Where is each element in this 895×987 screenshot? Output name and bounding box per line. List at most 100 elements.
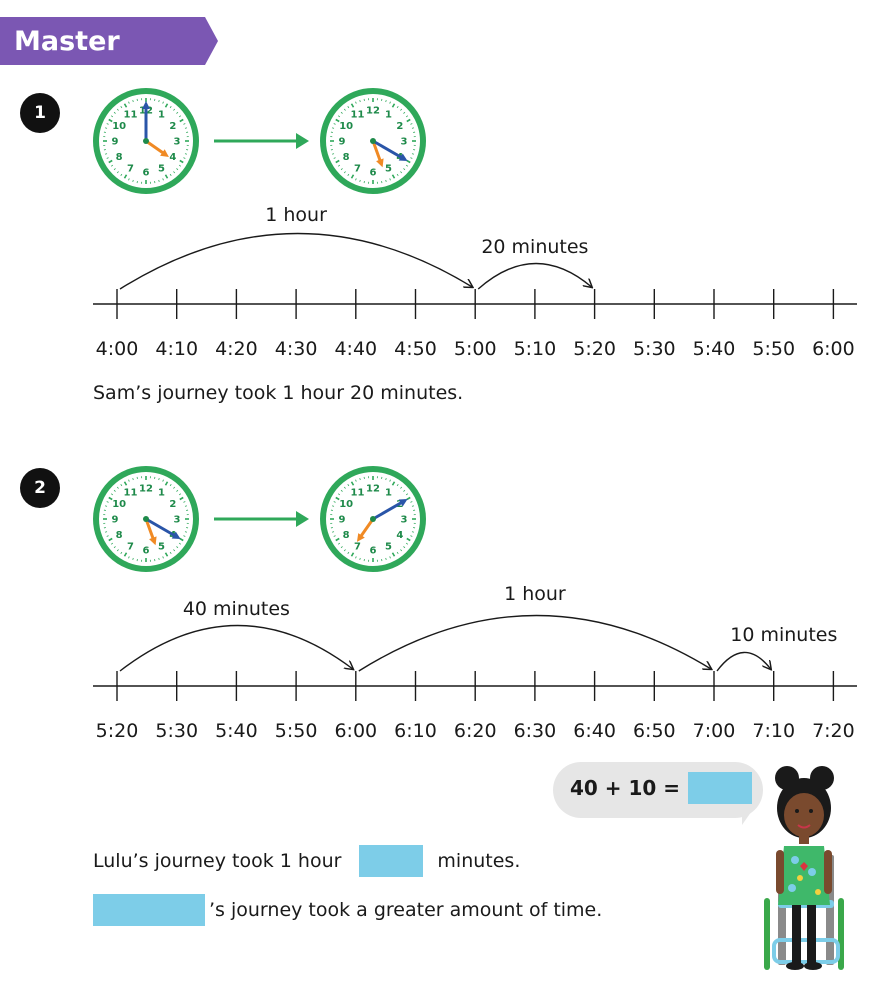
clock-numeral: 5 (385, 541, 392, 552)
clock-tick (123, 552, 128, 557)
clock-tick (120, 551, 123, 555)
clock-tick (411, 127, 415, 129)
q2-sentence-2: ’s journey took a greater amount of time… (93, 894, 602, 926)
clock-tick (120, 105, 123, 109)
clock-numeral: 12 (366, 484, 380, 495)
clock-tick (113, 111, 116, 114)
clock-tick (173, 549, 176, 552)
clock-tick (183, 501, 186, 503)
clock-tick (113, 546, 116, 549)
q1-green-arrow-icon (214, 133, 309, 149)
hand-tip (160, 149, 169, 158)
hand-tip (356, 533, 365, 542)
q2-jump-arc (716, 651, 771, 672)
clock-tick (106, 123, 109, 125)
q2-tick-label: 5:40 (215, 720, 258, 742)
clock-tick (359, 557, 361, 561)
name-answer-box[interactable] (93, 894, 205, 926)
clock-tick (391, 174, 396, 179)
hand-tip (149, 536, 157, 546)
clock-numeral: 3 (174, 515, 181, 526)
q1-tick-label: 4:10 (155, 338, 198, 360)
q2-jump-arc (358, 614, 711, 672)
clock-numeral: 5 (158, 541, 165, 552)
clock-tick (347, 105, 350, 109)
clock-numeral: 7 (127, 541, 134, 552)
clock-tick (162, 556, 164, 559)
clock-tick (385, 557, 387, 561)
q2-jump-label: 10 minutes (730, 624, 837, 646)
clock-tick (116, 549, 119, 552)
clock-tick (400, 108, 403, 111)
clock-tick (116, 171, 119, 174)
clock-tick (359, 179, 361, 183)
clock-tick (164, 481, 169, 486)
bubble-answer-box[interactable] (688, 772, 753, 804)
clock-tick (116, 486, 119, 489)
clock-numeral: 8 (343, 152, 350, 163)
clock-tick (337, 542, 341, 545)
clock-tick (176, 489, 179, 492)
clock-numeral: 9 (339, 515, 346, 526)
clock-tick (106, 157, 109, 159)
clock-tick (178, 493, 182, 496)
clock-tick (183, 157, 186, 159)
banner-title: Master (14, 25, 120, 57)
q1-jump-arc (119, 232, 472, 290)
clock-tick (400, 171, 403, 174)
q2-tick-label: 5:30 (155, 720, 198, 742)
clock-tick (391, 481, 396, 486)
clock-tick (406, 537, 411, 542)
clock-tick (178, 542, 182, 545)
q2-sentence-1-start: Lulu’s journey took 1 hour (93, 850, 342, 872)
q1-answer-sentence: Sam’s journey took 1 hour 20 minutes. (93, 382, 464, 404)
q1-jump-arc (477, 262, 591, 290)
clock-tick (169, 173, 172, 177)
clock-tick (410, 535, 413, 537)
clock-tick (331, 505, 335, 507)
clock-tick (104, 153, 108, 155)
clock-tick (183, 123, 186, 125)
clock-tick (120, 483, 123, 487)
clock-numeral: 6 (370, 168, 377, 179)
clock-tick (385, 477, 387, 481)
q2-start-hour-hand (144, 517, 156, 544)
clock-tick (184, 127, 188, 129)
clock-tick (337, 493, 341, 496)
clock-tick (128, 556, 130, 559)
q2-green-arrow-icon (214, 511, 309, 527)
clock-tick (403, 111, 406, 114)
clock-tick (132, 557, 134, 561)
clock-tick (411, 505, 415, 507)
clock-numeral: 3 (401, 137, 408, 148)
clock-tick (164, 174, 169, 179)
clock-tick (108, 537, 113, 542)
clock-tick (403, 168, 406, 171)
clock-tick (400, 549, 403, 552)
q2-tick-label: 6:50 (633, 720, 676, 742)
clock-tick (123, 174, 128, 179)
clock-numeral: 8 (116, 152, 123, 163)
q1-tick-label: 4:00 (96, 338, 139, 360)
clock-tick (331, 531, 335, 533)
q2-sentence-1: Lulu’s journey took 1 hour minutes. (93, 845, 520, 877)
clock-tick (343, 171, 346, 174)
clock-tick (132, 99, 134, 103)
clock-numeral: 7 (354, 541, 361, 552)
clock-tick (179, 496, 184, 501)
clock-tick (405, 115, 409, 118)
clock-numeral: 1 (158, 488, 165, 499)
clock-tick (347, 173, 350, 177)
clock-tick (116, 108, 119, 111)
clock-tick (169, 483, 172, 487)
clock-numeral: 2 (169, 121, 176, 132)
clock-numeral: 10 (339, 499, 353, 510)
clock-numeral: 1 (385, 110, 392, 121)
minutes-answer-box[interactable] (359, 845, 424, 877)
clock-tick (113, 489, 116, 492)
clock-tick (333, 123, 336, 125)
